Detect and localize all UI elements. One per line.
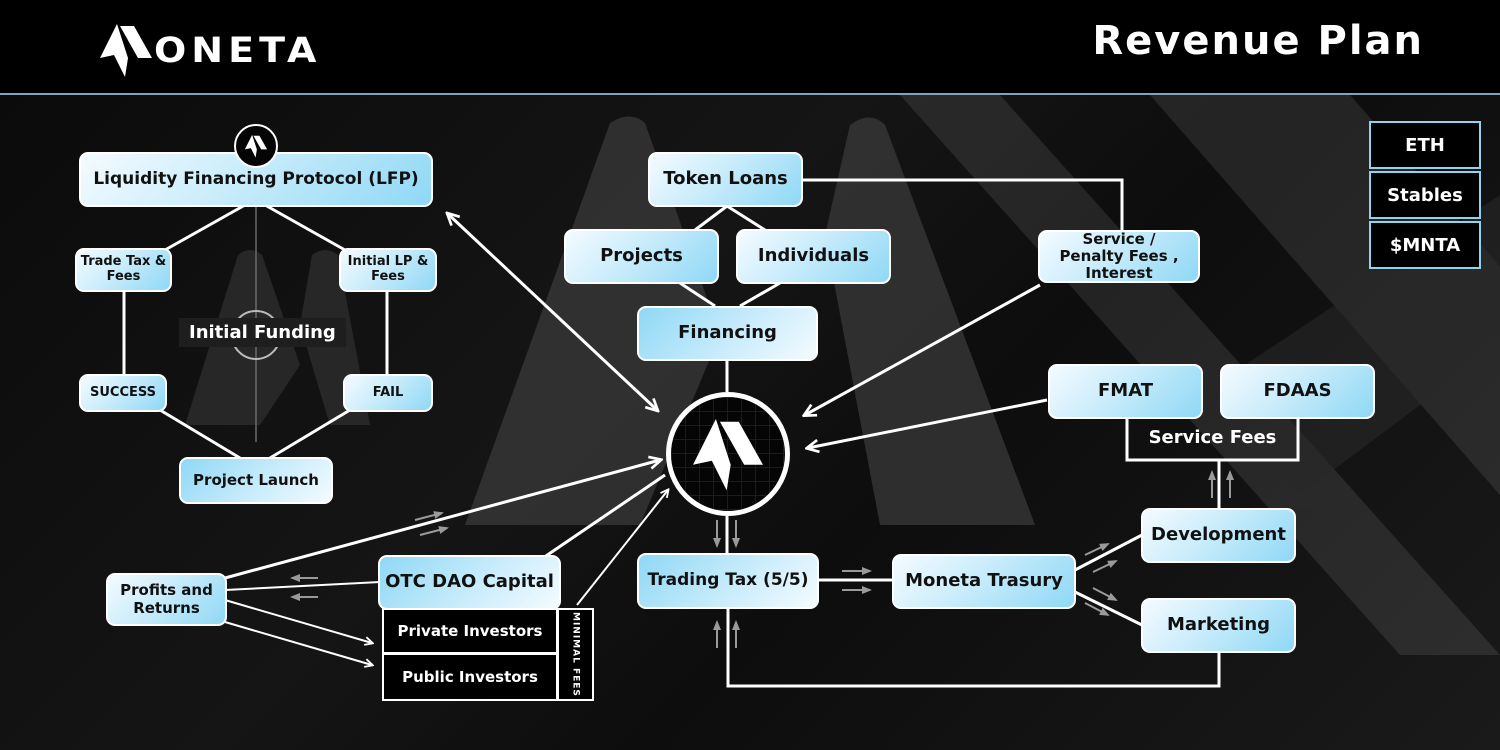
public-investors-node[interactable]: Public Investors: [382, 653, 558, 701]
initial-funding-label: Initial Funding: [179, 318, 346, 347]
minimal-fees-label: MINIMAL FEES: [557, 608, 594, 701]
moneta-m-icon: [100, 24, 152, 77]
initial-lp-fees-node[interactable]: Initial LP & Fees: [339, 248, 437, 292]
project-launch-node[interactable]: Project Launch: [179, 457, 333, 504]
otc-dao-capital-node[interactable]: OTC DAO Capital: [378, 555, 561, 610]
service-fees-label: Service Fees: [1148, 427, 1277, 448]
development-node[interactable]: Development: [1141, 508, 1296, 563]
page-title: Revenue Plan: [1092, 18, 1424, 64]
lfp-logo-icon: [234, 124, 278, 168]
trading-tax-node[interactable]: Trading Tax (5/5): [637, 553, 819, 609]
service-penalty-fees-node[interactable]: Service / Penalty Fees , Interest: [1038, 230, 1200, 283]
brand-name: ONETA: [154, 29, 322, 71]
brand-logo: ONETA: [100, 22, 321, 78]
legend-stables: Stables: [1369, 171, 1481, 219]
projects-node[interactable]: Projects: [564, 229, 719, 284]
fail-node[interactable]: FAIL: [343, 374, 433, 412]
moneta-logo-icon: [693, 419, 763, 491]
marketing-node[interactable]: Marketing: [1141, 598, 1296, 653]
financing-node[interactable]: Financing: [637, 306, 818, 361]
hub-grid: [671, 397, 785, 511]
private-investors-node[interactable]: Private Investors: [382, 608, 558, 654]
legend-mnta: $MNTA: [1369, 221, 1481, 269]
flow-arrows: [290, 470, 1234, 648]
legend-eth: ETH: [1369, 121, 1481, 169]
profits-returns-node[interactable]: Profits and Returns: [106, 573, 227, 626]
moneta-hub[interactable]: [666, 392, 790, 516]
trade-tax-fees-node[interactable]: Trade Tax & Fees: [75, 248, 172, 292]
individuals-node[interactable]: Individuals: [736, 229, 891, 284]
token-loans-node[interactable]: Token Loans: [648, 152, 803, 207]
fdaas-node[interactable]: FDAAS: [1220, 364, 1375, 419]
header: ONETA Revenue Plan: [0, 0, 1500, 95]
success-node[interactable]: SUCCESS: [79, 374, 167, 412]
fmat-node[interactable]: FMAT: [1048, 364, 1203, 419]
moneta-treasury-node[interactable]: Moneta Trasury: [892, 554, 1076, 609]
